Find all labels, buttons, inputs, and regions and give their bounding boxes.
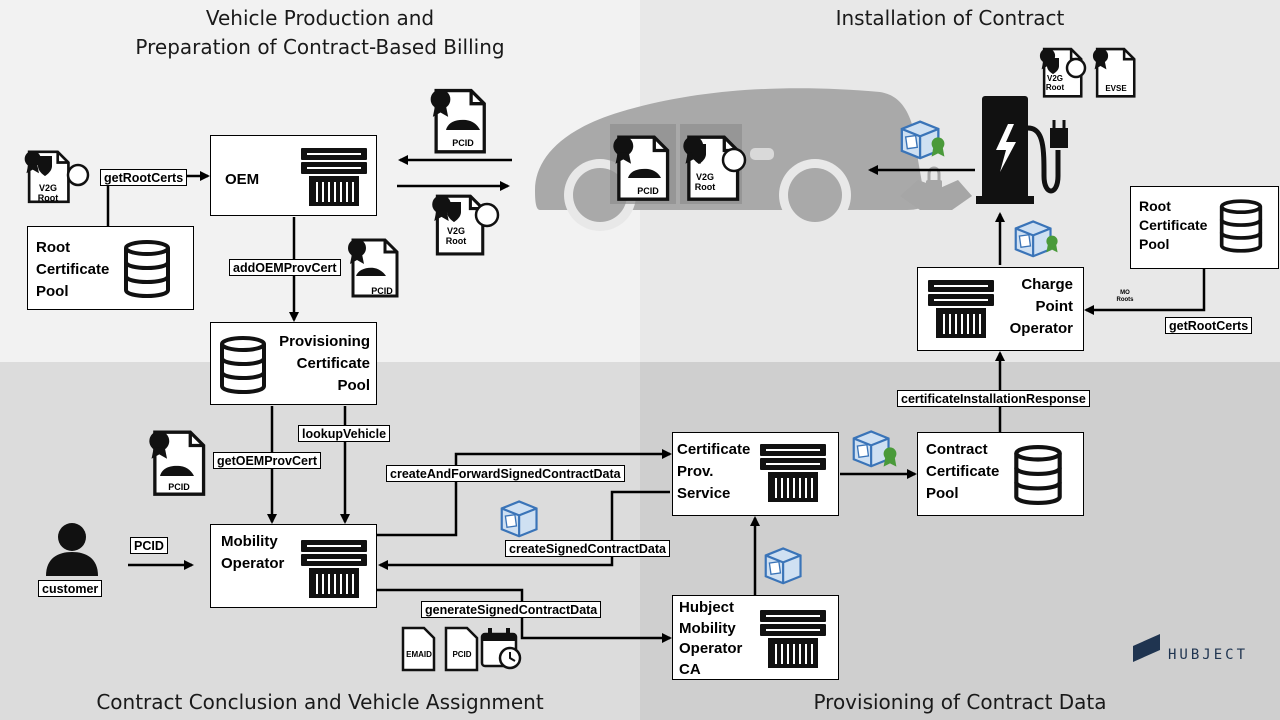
tag-get-root-certs-left: getRootCerts [100, 169, 188, 186]
tag-get-root-certs-right: getRootCerts [1165, 317, 1253, 334]
pcid-label-car: PCID [637, 186, 659, 196]
root-certificate-pool-left-label: Root Certificate Pool [36, 239, 110, 300]
v2g-root-label-2: V2G Root [445, 226, 467, 246]
contract-certificate-pool-label: Contract Certificate Pool [926, 441, 1000, 502]
root-certificate-pool-right-box: Root Certificate Pool [1130, 186, 1279, 269]
tag-generate-signed: generateSignedContractData [421, 601, 602, 618]
hubject-logo-text: HUBJECT [1168, 647, 1249, 663]
mobility-operator-label: Mobility Operator [221, 533, 285, 572]
tag-cert-install-response: certificateInstallationResponse [897, 390, 1090, 407]
v2g-root-label-3: V2G Root [694, 172, 716, 192]
provisioning-certificate-pool-label: Provisioning Certificate Pool [279, 333, 370, 394]
charge-point-operator-label: Charge Point Operator [1009, 276, 1073, 337]
title-contract-conclusion: Contract Conclusion and Vehicle Assignme… [96, 690, 544, 714]
title-provisioning: Provisioning of Contract Data [813, 690, 1107, 714]
tag-add-oem-prov-cert: addOEMProvCert [229, 259, 341, 276]
pcid-label-top: PCID [452, 138, 474, 148]
hubject-mobility-operator-ca-label: Hubject Mobility Operator CA [679, 599, 743, 678]
customer-icon [46, 523, 98, 576]
tag-pcid: PCID [130, 537, 168, 554]
title-vehicle-production: Vehicle Production and Preparation of Co… [135, 6, 505, 59]
tag-lookup-vehicle: lookupVehicle [298, 425, 391, 442]
title-installation: Installation of Contract [835, 6, 1065, 30]
evse-label: EVSE [1105, 84, 1127, 93]
tag-get-oem-prov-cert: getOEMProvCert [213, 452, 322, 469]
pcid-label-oem: PCID [371, 286, 393, 296]
customer-label: customer [38, 580, 103, 597]
root-certificate-pool-right-label: Root Certificate Pool [1139, 198, 1208, 252]
emaid-label: EMAID [406, 650, 432, 659]
pcid-label-bottom: PCID [452, 650, 472, 659]
tag-create-and-forward: createAndForwardSignedContractData [386, 465, 625, 482]
v2g-root-label-4: V2G Root [1045, 74, 1065, 92]
oem-label: OEM [225, 171, 260, 188]
mo-roots-label: MO Roots [1116, 290, 1134, 303]
tag-create-signed: createSignedContractData [505, 540, 670, 557]
pcid-label-left: PCID [168, 482, 190, 492]
v2g-root-label-1: V2G Root [37, 183, 59, 203]
ev-charger-icon [976, 96, 1068, 204]
certificate-prov-service-label: Certificate Prov. Service [677, 441, 751, 502]
hubject-logo-mark [1133, 634, 1160, 662]
